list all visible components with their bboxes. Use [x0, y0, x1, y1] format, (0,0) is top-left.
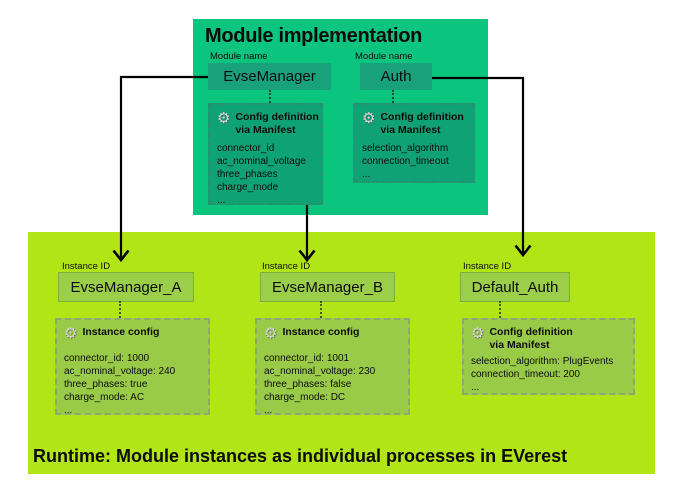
- config-title-line: via Manifest: [489, 339, 550, 351]
- config-item: connection_timeout: 200: [471, 369, 580, 380]
- config-item: three_phases: true: [64, 379, 148, 390]
- config-item: connector_id: [217, 143, 275, 154]
- config-item: charge_mode: [217, 182, 279, 193]
- config-item: charge_mode: AC: [64, 392, 145, 403]
- config-item: ac_nominal_voltage: 230: [264, 366, 376, 377]
- config-item: ac_nominal_voltage: [217, 156, 306, 167]
- config-title-line: via Manifest: [235, 124, 296, 136]
- instance-config-box-a: ⚙ Instance config connector_id: 1000 ac_…: [55, 318, 210, 416]
- config-title-line: via Manifest: [380, 124, 441, 136]
- runtime-caption: Runtime: Module instances as individual …: [33, 446, 568, 466]
- instance-name-text: EvseManager_B: [272, 278, 383, 296]
- instance-box-evsemanager-b: EvseManager_B: [260, 272, 395, 302]
- dotted-connector: [269, 90, 271, 103]
- config-item: ...: [471, 382, 480, 393]
- config-item: charge_mode: DC: [264, 392, 346, 403]
- config-title-line: Instance config: [82, 326, 160, 338]
- gear-icon: ⚙: [64, 324, 78, 342]
- config-item: connector_id: 1001: [264, 353, 350, 364]
- config-item: three_phases: [217, 169, 278, 180]
- module-name-text: EvseManager: [223, 68, 316, 85]
- dotted-connector: [392, 90, 394, 103]
- config-item: three_phases: false: [264, 379, 352, 390]
- gear-icon: ⚙: [471, 324, 485, 342]
- config-item: selection_algorithm: PlugEvents: [471, 356, 614, 367]
- config-item: ...: [217, 195, 226, 206]
- config-item: ...: [264, 405, 273, 416]
- config-definition-box-default-auth: ⚙ Config definition via Manifest selecti…: [462, 318, 635, 395]
- instance-box-evsemanager-a: EvseManager_A: [58, 272, 194, 302]
- module-name-box-auth: Auth: [360, 63, 432, 90]
- instance-id-label: Instance ID: [62, 261, 111, 272]
- config-item: selection_algorithm: [362, 143, 449, 154]
- config-item: ...: [362, 169, 371, 180]
- config-definition-box-auth: ⚙ Config definition via Manifest selecti…: [353, 103, 475, 183]
- module-name-box-evsemanager: EvseManager: [208, 63, 331, 90]
- dotted-connector: [499, 301, 501, 318]
- config-title-line: Config definition: [235, 111, 319, 123]
- gear-icon: ⚙: [264, 324, 278, 342]
- dotted-connector: [119, 301, 121, 318]
- config-item: connection_timeout: [362, 156, 449, 167]
- module-name-label: Module name: [355, 51, 413, 62]
- module-name-text: Auth: [380, 68, 412, 85]
- config-definition-box-evsemanager: ⚙ Config definition via Manifest connect…: [208, 103, 323, 206]
- panel-title: Module implementation: [205, 25, 423, 47]
- gear-icon: ⚙: [217, 109, 231, 127]
- instance-box-default-auth: Default_Auth: [460, 272, 570, 302]
- instance-name-text: EvseManager_A: [70, 278, 182, 296]
- config-title-line: Config definition: [489, 326, 573, 338]
- instance-name-text: Default_Auth: [471, 278, 559, 296]
- gear-icon: ⚙: [362, 109, 376, 127]
- config-title-line: Config definition: [380, 111, 464, 123]
- instance-id-label: Instance ID: [463, 261, 512, 272]
- config-item: ac_nominal_voltage: 240: [64, 366, 176, 377]
- config-item: connector_id: 1000: [64, 353, 150, 364]
- config-title-line: Instance config: [282, 326, 360, 338]
- config-item: ...: [64, 405, 73, 416]
- instance-id-label: Instance ID: [262, 261, 311, 272]
- dotted-connector: [320, 301, 322, 318]
- instance-config-box-b: ⚙ Instance config connector_id: 1001 ac_…: [255, 318, 410, 416]
- module-name-label: Module name: [210, 51, 268, 62]
